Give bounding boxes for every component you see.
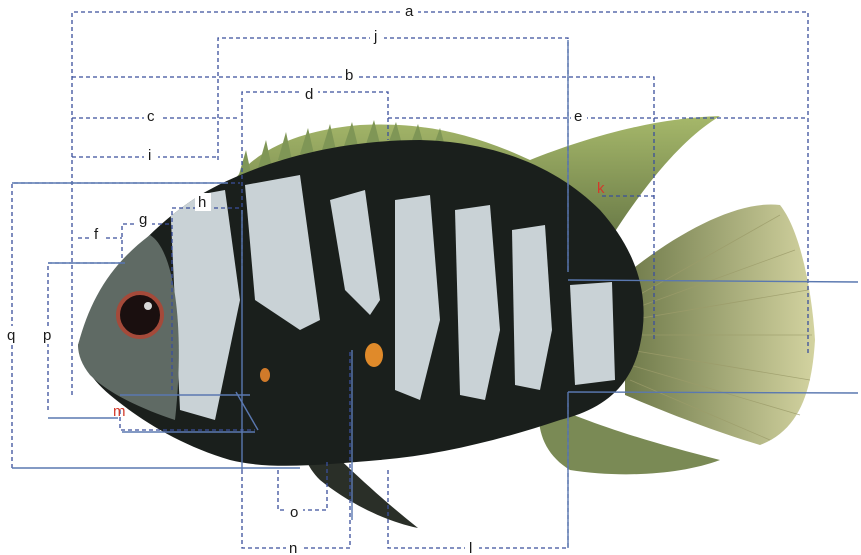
label-j: j [373, 28, 377, 45]
label-l: l [469, 540, 472, 555]
eye-highlight [144, 302, 152, 310]
label-h: h [198, 194, 206, 211]
eye [118, 293, 162, 337]
label-q: q [7, 327, 15, 344]
label-d: d [305, 86, 313, 103]
label-o: o [290, 504, 298, 521]
orange-spot-small [260, 368, 270, 382]
label-n: n [289, 540, 297, 555]
orange-spot [365, 343, 383, 367]
label-e: e [574, 108, 582, 125]
label-a: a [405, 3, 414, 20]
label-g: g [139, 211, 147, 228]
label-b: b [345, 67, 353, 84]
label-k: k [597, 180, 605, 197]
label-c: c [147, 108, 155, 125]
label-m: m [113, 403, 126, 420]
label-p: p [43, 327, 51, 344]
fish-illustration [78, 116, 815, 528]
label-i: i [148, 147, 151, 164]
